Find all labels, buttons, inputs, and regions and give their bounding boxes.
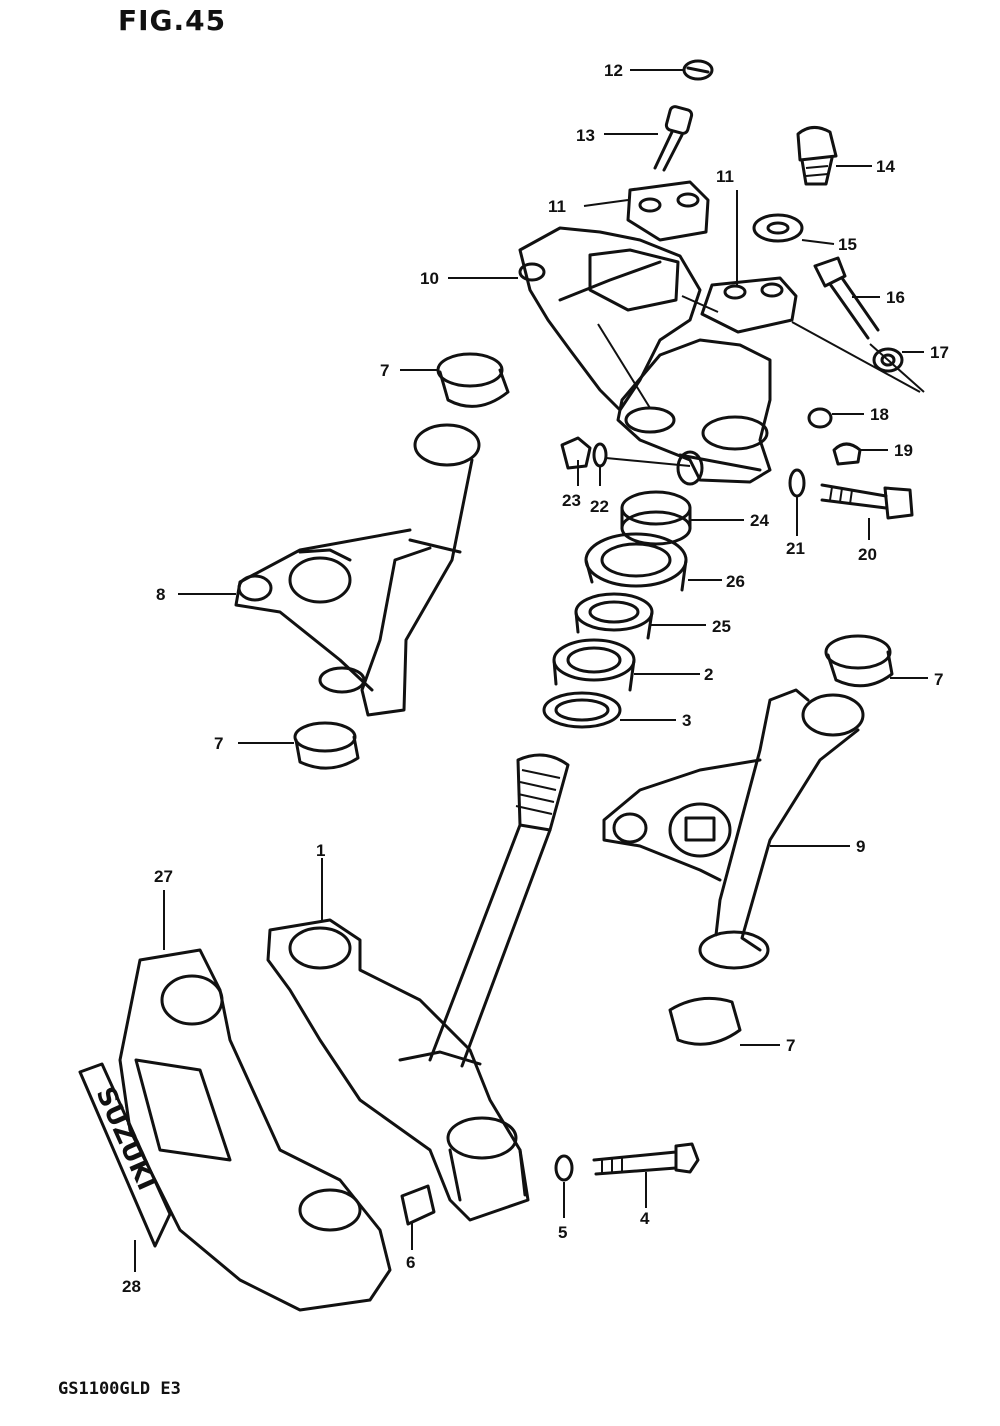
leader-lines xyxy=(134,69,928,1272)
model-code: GS1100GLD E3 xyxy=(58,1379,181,1399)
callout-15: 15 xyxy=(838,235,857,254)
callout-12: 12 xyxy=(604,61,623,80)
callout-20: 20 xyxy=(858,545,877,564)
callout-14: 14 xyxy=(876,157,895,176)
part-15-washer xyxy=(752,213,804,243)
part-20-bolt xyxy=(820,483,914,520)
part-4-bolt xyxy=(592,1142,700,1176)
part-10-upper-bracket xyxy=(518,226,702,412)
part-25-bearing xyxy=(574,592,654,640)
part-11-holder-right xyxy=(700,276,798,334)
part-21-washer xyxy=(788,468,806,498)
callout-7a: 7 xyxy=(380,361,389,380)
part-8-headlight-bracket-left xyxy=(234,423,481,717)
part-12-screw xyxy=(682,59,714,81)
callout-16: 16 xyxy=(886,288,905,307)
part-2-bearing xyxy=(552,638,636,692)
part-17-nut xyxy=(872,347,904,373)
part-7-cushion-a xyxy=(436,352,510,408)
callout-21: 21 xyxy=(786,539,805,558)
callout-7b: 7 xyxy=(214,734,223,753)
upper-fork-clamp xyxy=(616,338,772,486)
figure-title: FIG.45 xyxy=(118,4,227,37)
callout-2: 2 xyxy=(704,665,713,684)
callout-5: 5 xyxy=(558,1223,567,1242)
callout-1: 1 xyxy=(316,841,325,860)
part-14-bolt xyxy=(796,126,838,186)
part-7-cushion-b xyxy=(293,721,360,770)
callout-24: 24 xyxy=(750,511,769,530)
part-13-bolt xyxy=(653,105,694,172)
callout-27: 27 xyxy=(154,867,173,886)
callout-22: 22 xyxy=(590,497,609,516)
callout-11b: 11 xyxy=(716,167,734,186)
part-27-cover xyxy=(118,948,392,1312)
callout-8: 8 xyxy=(156,585,165,604)
part-7-cushion-d xyxy=(668,996,742,1046)
part-1-steering-stem xyxy=(266,753,570,1222)
part-6-clamp xyxy=(400,1184,436,1226)
callout-28: 28 xyxy=(122,1277,141,1296)
part-16-bolt xyxy=(813,256,880,340)
part-23-cap xyxy=(560,436,592,470)
part-11-holder-left xyxy=(626,180,710,242)
callout-18: 18 xyxy=(870,405,889,424)
callout-4: 4 xyxy=(640,1209,650,1228)
callout-23: 23 xyxy=(562,491,581,510)
part-7-cushion-c xyxy=(824,634,894,688)
part-26-dust-seal xyxy=(584,532,688,592)
callout-25: 25 xyxy=(712,617,731,636)
callout-13: 13 xyxy=(576,126,595,145)
callout-7d: 7 xyxy=(786,1036,795,1055)
callout-6: 6 xyxy=(406,1253,415,1272)
callout-9: 9 xyxy=(856,837,865,856)
part-9-headlight-bracket-right xyxy=(602,688,865,970)
callout-26: 26 xyxy=(726,572,745,591)
part-19-cap-nut xyxy=(832,442,862,466)
callout-11a: 11 xyxy=(548,197,566,216)
callouts: 12 13 14 11 11 15 10 16 17 7 18 19 23 22… xyxy=(122,61,949,1296)
part-24-nut xyxy=(620,490,692,546)
part-22-washer xyxy=(592,442,608,468)
part-5-washer xyxy=(554,1154,574,1182)
part-3-dust-seal xyxy=(542,691,622,729)
callout-7c: 7 xyxy=(934,670,943,689)
callout-3: 3 xyxy=(682,711,691,730)
callout-17: 17 xyxy=(930,343,949,362)
callout-19: 19 xyxy=(894,441,913,460)
callout-10: 10 xyxy=(420,269,439,288)
part-18-nut xyxy=(807,407,833,429)
